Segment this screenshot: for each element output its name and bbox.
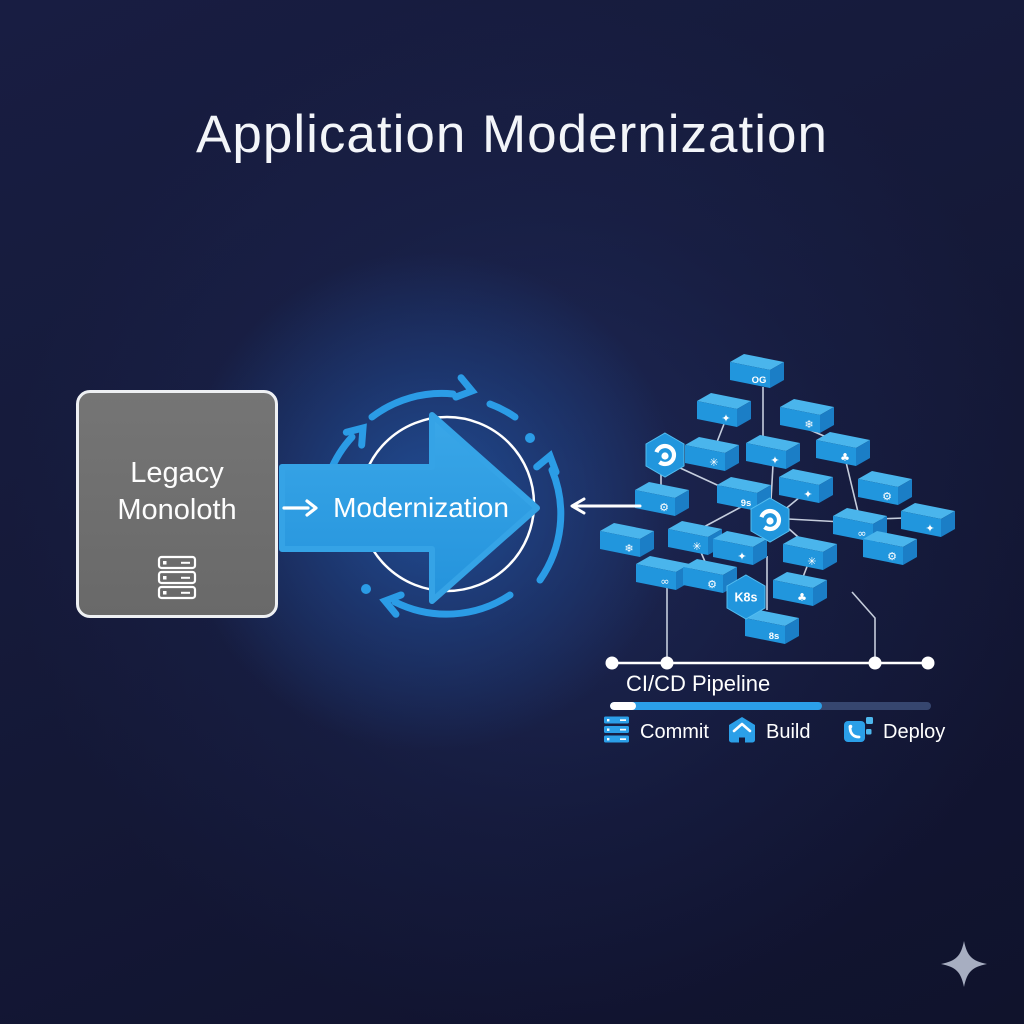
platform-logo-icon — [758, 508, 782, 532]
k8s-label: K8s — [735, 591, 758, 605]
service-icon: ∞ — [660, 575, 669, 588]
platform-logo-icon — [653, 443, 677, 467]
stage-build: Build — [727, 716, 810, 749]
service-icon: ✳ — [709, 456, 718, 469]
microservice-box: ✦ — [901, 503, 955, 537]
progress-fill — [610, 702, 822, 710]
page-title: Application Modernization — [196, 105, 828, 164]
microservice-box: ♣ — [816, 432, 870, 466]
connector-line — [699, 506, 742, 530]
kubernetes-hexagon: K8s — [726, 574, 766, 620]
cycle-arrows-icon — [326, 374, 565, 618]
service-icon: ✦ — [925, 522, 934, 535]
microservice-box: ⚙ — [858, 471, 912, 505]
modernization-label: Modernization — [333, 492, 509, 523]
service-icon: ✦ — [770, 454, 779, 467]
microservice-box: ⚙ — [635, 482, 689, 516]
platform-logo-hexagon — [645, 432, 685, 478]
microservice-box: ⚙ — [683, 559, 737, 593]
microservice-box: ✳ — [783, 536, 837, 570]
microservice-box: 8s — [745, 610, 799, 644]
legacy-monolith-box: Legacy Monoloth — [76, 390, 278, 618]
service-icon: 9s — [741, 498, 752, 509]
cycle-dot — [525, 433, 535, 443]
microservice-box: ⚙ — [863, 531, 917, 565]
cycle-dot — [361, 584, 371, 594]
modernization-transform-graphic — [279, 374, 565, 618]
service-icon: OG — [752, 375, 767, 386]
microservice-box: ❄ — [600, 523, 654, 557]
progress-lead — [610, 702, 636, 710]
pipeline-node — [921, 656, 935, 670]
service-icon: ♣ — [840, 451, 850, 464]
legacy-monolith-label: Legacy Monoloth — [117, 455, 236, 529]
service-icon: ⚙ — [887, 550, 897, 563]
microservice-box: ♣ — [773, 572, 827, 606]
pipeline-node — [868, 656, 882, 670]
microservice-box: ✳ — [685, 437, 739, 471]
service-icon: ✦ — [803, 488, 812, 501]
microservice-box: ❄ — [780, 399, 834, 433]
microservice-box: ✦ — [713, 531, 767, 565]
service-icon: ⚙ — [707, 578, 717, 591]
modernization-arrow — [279, 412, 540, 604]
microservice-box: ✳ — [668, 521, 722, 555]
legacy-label-line2: Monoloth — [117, 494, 237, 527]
service-icon: ⚙ — [659, 501, 669, 514]
server-rack-icon — [157, 555, 197, 606]
service-icon: 8s — [769, 631, 780, 642]
service-icon: ✦ — [737, 550, 746, 563]
connector-line — [770, 464, 774, 501]
stage-deploy-label: Deploy — [883, 721, 946, 743]
left-arrow-icon — [570, 497, 586, 515]
service-icon: ∞ — [857, 527, 866, 540]
right-arrow-icon — [282, 499, 318, 517]
connector-line — [716, 423, 725, 443]
pipeline-riser — [851, 591, 876, 663]
pipeline-node — [605, 656, 619, 670]
service-icon: ⚙ — [882, 490, 892, 503]
service-icon: ✳ — [692, 540, 701, 553]
service-icon: ✦ — [721, 412, 730, 425]
microservice-box: ✦ — [746, 435, 800, 469]
deploy-blocks-icon — [844, 716, 874, 749]
sparkle-icon — [938, 938, 990, 995]
legacy-label-line1: Legacy — [130, 457, 224, 489]
cicd-pipeline-title: CI/CD Pipeline — [626, 671, 771, 696]
stage-commit-label: Commit — [640, 720, 709, 743]
platform-logo-hexagon — [750, 497, 790, 543]
pipeline-node — [660, 656, 674, 670]
microservice-box: ✦ — [697, 393, 751, 427]
commit-server-icon — [604, 716, 631, 748]
microservice-box: OG — [730, 354, 784, 388]
microservices-cluster: OG ✦ ❄ ♣ ✦ ✳ ✦ ⚙ 9s ⚙ ✦ ∞ ✳ ❄ ✦ ⚙ ✳ ∞ ⚙ ♣ 8s K8s — [570, 354, 955, 670]
stage-deploy: Deploy — [844, 716, 945, 749]
microservice-box: ✦ — [779, 469, 833, 503]
service-icon: ❄ — [804, 418, 813, 431]
cicd-progress-bar — [610, 702, 931, 710]
build-box-icon — [727, 716, 757, 749]
service-icon: ♣ — [797, 591, 807, 604]
microservice-box: ∞ — [636, 556, 690, 590]
stage-commit: Commit — [604, 716, 709, 748]
connector-line — [845, 461, 859, 513]
stage-build-label: Build — [766, 721, 811, 743]
service-icon: ❄ — [624, 542, 633, 555]
service-icon: ✳ — [807, 555, 816, 568]
